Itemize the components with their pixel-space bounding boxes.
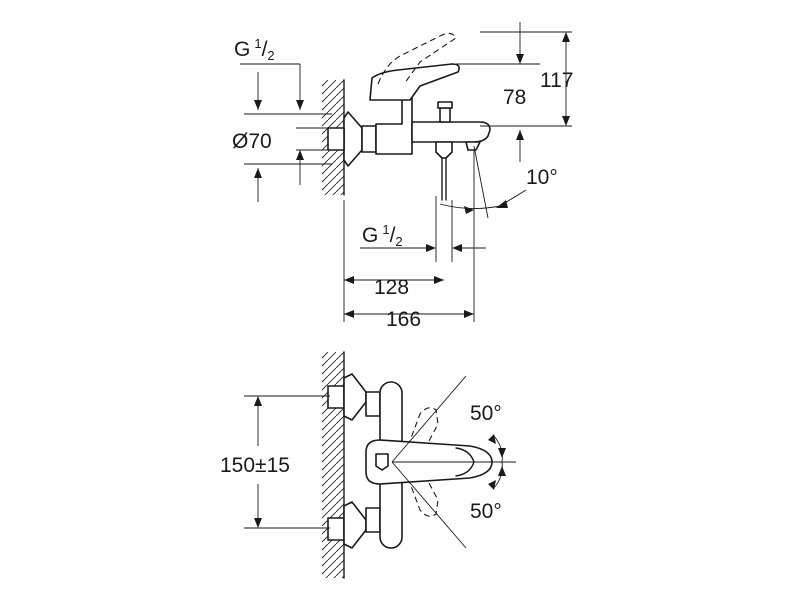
spout-outlet — [465, 141, 481, 151]
wall-rosette-top — [343, 111, 363, 167]
shower-outlet — [435, 141, 453, 159]
label-117: 117 — [540, 69, 573, 92]
label-78: 78 — [503, 86, 526, 109]
diverter-cap — [437, 101, 453, 109]
label-50-degree-bottom: 50° — [470, 500, 502, 523]
mixer-body-top — [375, 95, 413, 155]
lever-center-mark — [375, 453, 389, 471]
diverter-knob — [439, 107, 451, 123]
spout-top — [411, 121, 491, 143]
label-50-degree-top: 50° — [470, 402, 502, 425]
wall-connector-top — [327, 127, 345, 151]
label-128: 128 — [374, 276, 409, 299]
lever-raised-dashed — [377, 32, 457, 85]
coupling-nut-top — [361, 125, 377, 153]
plan-view — [244, 351, 516, 579]
label-150-15: 150±15 — [220, 454, 290, 477]
label-166: 166 — [386, 308, 421, 331]
label-10-degree: 10° — [526, 166, 558, 189]
side-elevation-view — [240, 22, 572, 322]
lever-handle-top — [369, 63, 460, 101]
label-diameter: Ø70 — [232, 130, 272, 153]
